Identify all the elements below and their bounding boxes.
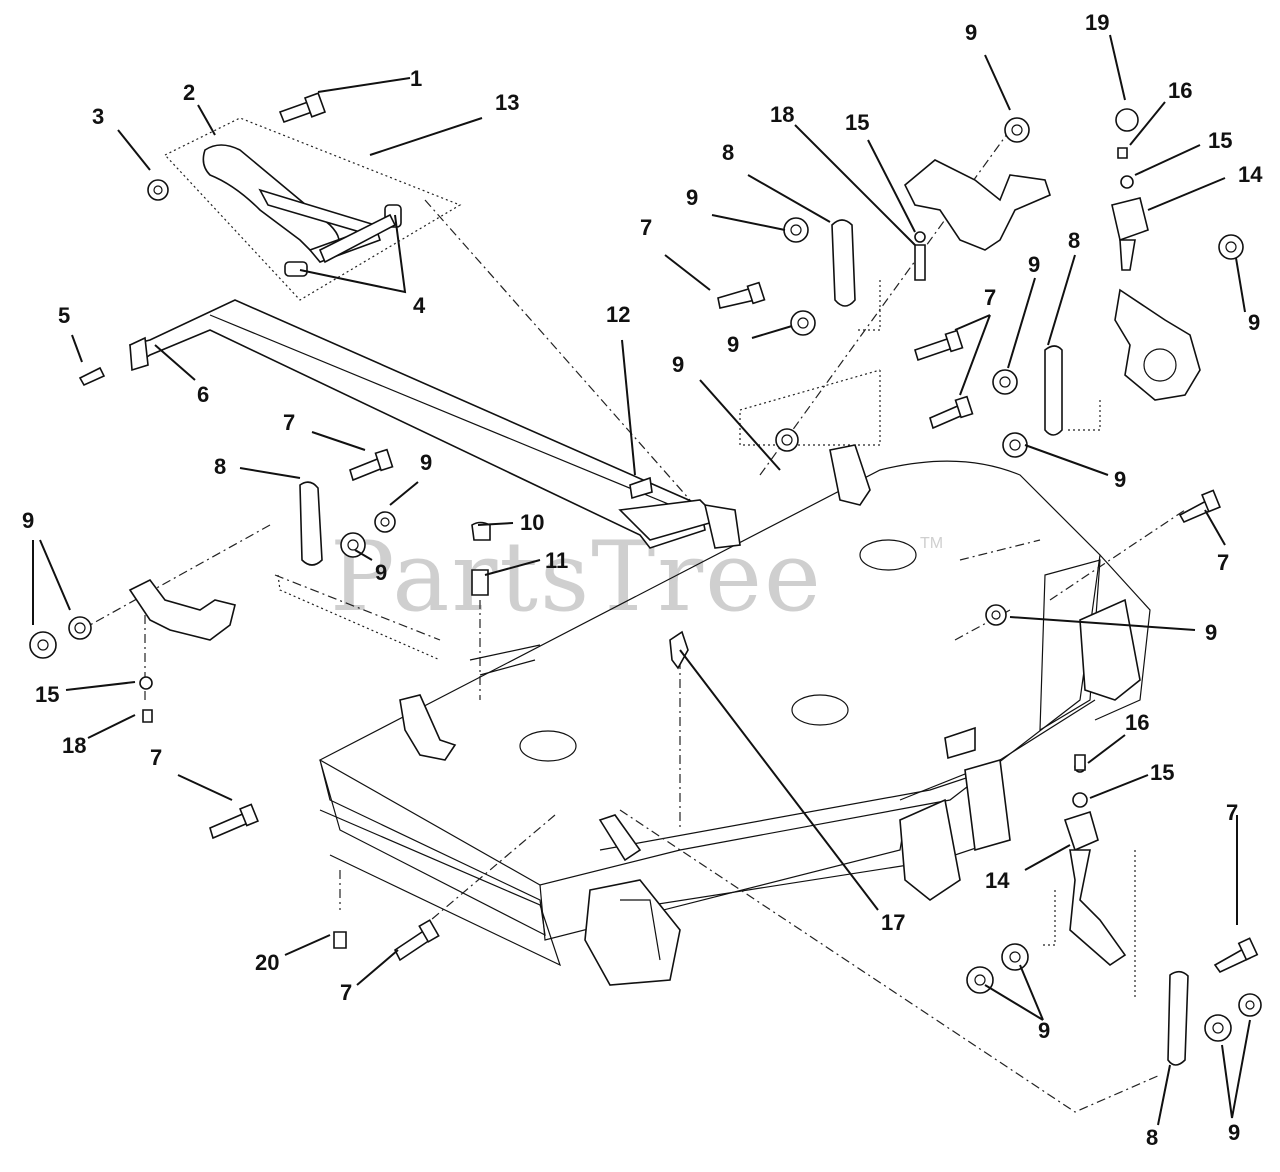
hex-nuts [29, 108, 1262, 1042]
callout-12: 12 [606, 302, 630, 327]
callout-14a: 14 [1238, 162, 1263, 187]
front-lift-arm [164, 117, 462, 301]
callout-19: 19 [1085, 10, 1109, 35]
callout-15b: 15 [845, 110, 869, 135]
callout-18b: 18 [770, 102, 794, 127]
callout-7f: 7 [1217, 550, 1229, 575]
callout-9m: 9 [1228, 1120, 1240, 1145]
watermark-trademark: TM [920, 535, 943, 552]
callout-17: 17 [881, 910, 905, 935]
callout-9c: 9 [375, 560, 387, 585]
callout-3: 3 [92, 104, 104, 129]
callout-9g: 9 [965, 20, 977, 45]
callout-9l: 9 [1038, 1018, 1050, 1043]
rear-lift-arm [904, 159, 1051, 251]
callout-8c: 8 [1068, 228, 1080, 253]
callout-16a: 16 [1168, 78, 1192, 103]
center-chain [831, 219, 856, 307]
callout-7d: 7 [640, 215, 652, 240]
rear-chain [1167, 970, 1189, 1066]
callout-7e: 7 [984, 285, 996, 310]
callout-15d: 15 [1150, 760, 1174, 785]
front-rod [129, 299, 706, 549]
callout-15a: 15 [35, 682, 59, 707]
callout-15c: 15 [1208, 128, 1232, 153]
callout-11: 11 [545, 548, 568, 573]
callout-13: 13 [495, 90, 519, 115]
callout-4: 4 [413, 293, 426, 318]
bolts [78, 92, 1259, 974]
callout-16b: 16 [1125, 710, 1149, 735]
callout-9j: 9 [1114, 467, 1126, 492]
callout-leaders [32, 34, 1251, 1126]
callout-labels: 1 2 3 4 5 6 7 8 9 9 9 10 11 12 13 15 18 … [22, 10, 1263, 1150]
gauge-wheel-upper [1114, 288, 1201, 401]
callout-9k: 9 [1205, 620, 1217, 645]
callout-14b: 14 [985, 868, 1010, 893]
left-hanger-bracket [128, 578, 236, 641]
rod-bracket-end [703, 504, 741, 549]
left-chain [299, 481, 323, 566]
mower-deck [318, 444, 1151, 986]
gauge-bracket-lower [1063, 810, 1099, 852]
callout-9b: 9 [22, 508, 34, 533]
callout-9a: 9 [420, 450, 432, 475]
right-chain [1044, 345, 1063, 436]
callout-20: 20 [255, 950, 279, 975]
gauge-bracket-post [1119, 239, 1136, 271]
callout-7b: 7 [150, 745, 162, 770]
callout-7a: 7 [283, 410, 295, 435]
callout-6: 6 [197, 382, 209, 407]
callout-18a: 18 [62, 733, 86, 758]
callout-9i: 9 [1028, 252, 1040, 277]
callout-10: 10 [520, 510, 544, 535]
callout-8d: 8 [1146, 1125, 1158, 1150]
gauge-bracket-upper [1111, 197, 1149, 242]
callout-5: 5 [58, 303, 70, 328]
callout-1: 1 [410, 66, 422, 91]
callout-9h: 9 [1248, 310, 1260, 335]
callout-7g: 7 [1226, 800, 1238, 825]
callout-7c: 7 [340, 980, 352, 1005]
callout-8a: 8 [214, 454, 226, 479]
callout-9f: 9 [672, 352, 684, 377]
callout-9e: 9 [727, 332, 739, 357]
callout-9d: 9 [686, 185, 698, 210]
callout-8b: 8 [722, 140, 734, 165]
gauge-arm-lower [1069, 849, 1127, 967]
callout-2: 2 [183, 80, 195, 105]
